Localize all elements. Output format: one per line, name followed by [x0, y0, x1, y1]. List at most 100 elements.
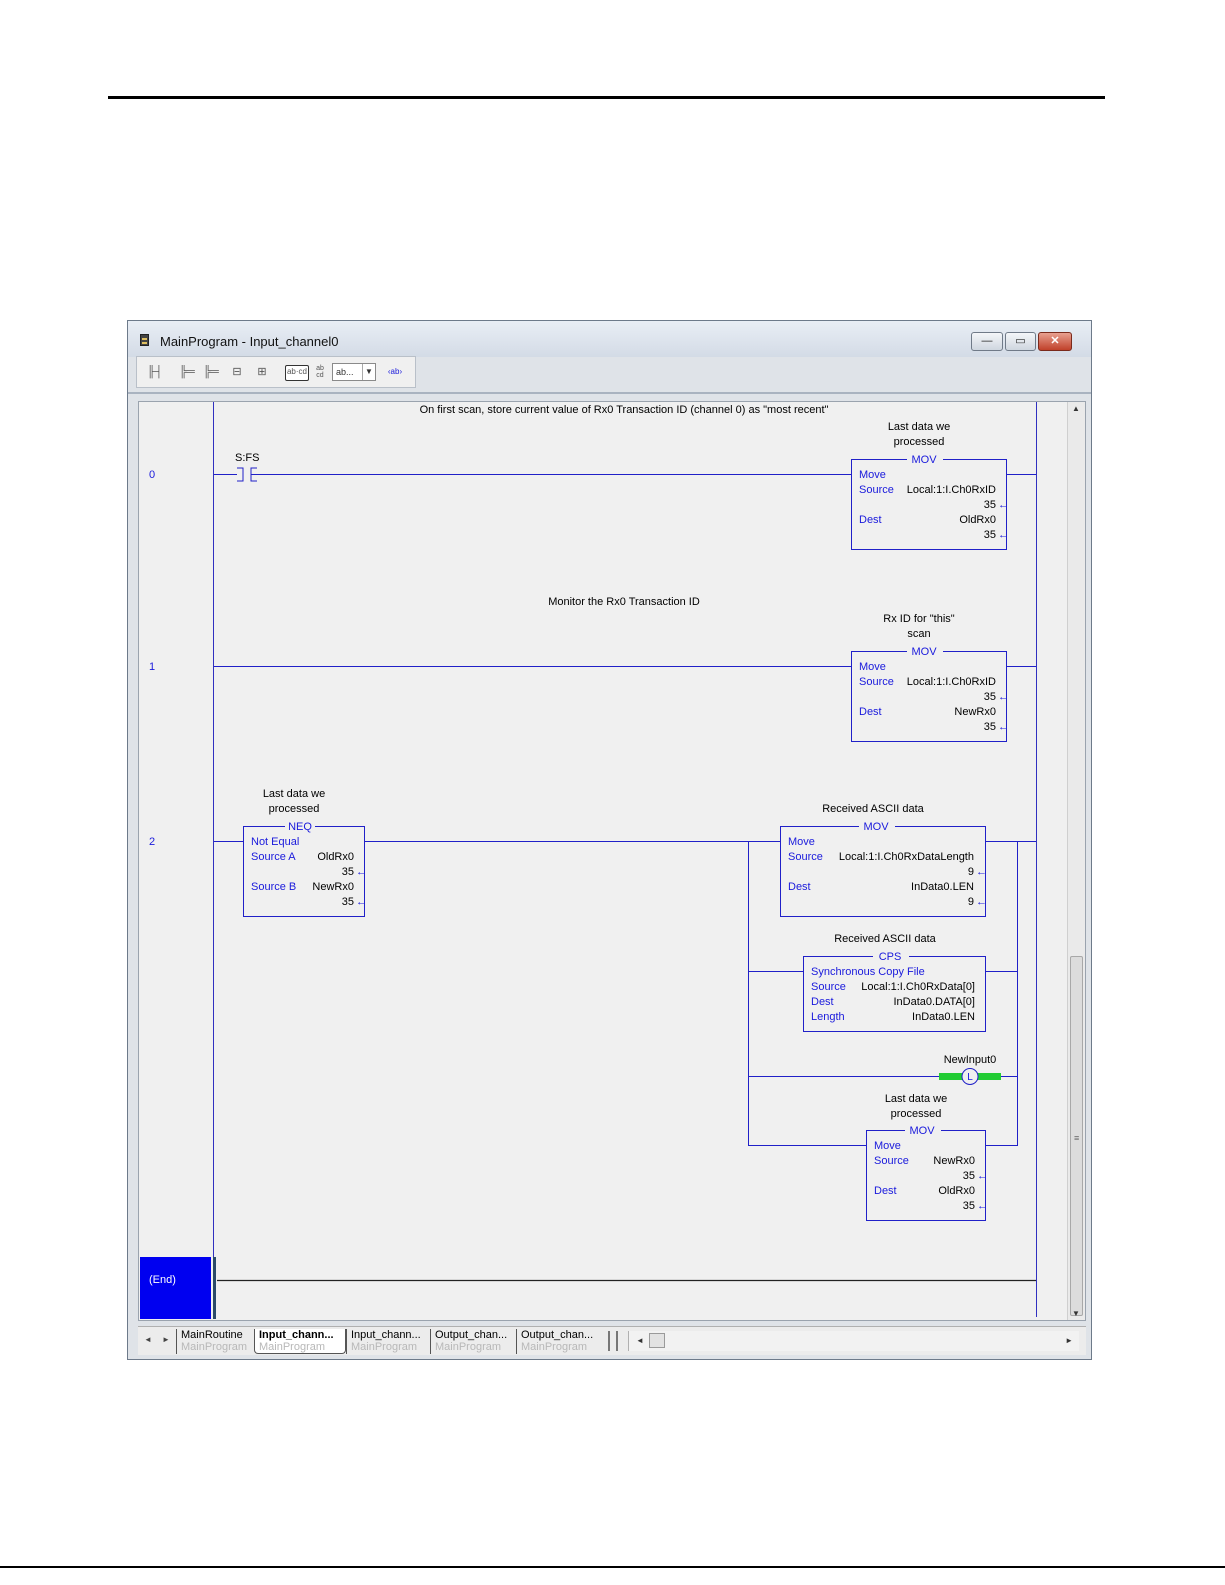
- page-bottom-rule: [0, 1566, 1225, 1568]
- rung-number-0: 0: [149, 469, 155, 481]
- tab-program-name: MainProgram: [521, 1341, 588, 1353]
- mov-instruction-rung1[interactable]: MOV Move Source Local:1:I.Ch0RxID 35 ← D…: [851, 646, 1010, 742]
- mov0-type: MOV: [911, 454, 937, 466]
- movlen-desc: Received ASCII data: [822, 803, 924, 815]
- mov0-desc-2: processed: [894, 436, 945, 448]
- horizontal-scrollbar[interactable]: ◄ ►: [628, 1331, 1079, 1351]
- vertical-scroll-thumb[interactable]: ≡: [1070, 956, 1083, 1316]
- end-rung-marker[interactable]: (End): [140, 1257, 211, 1319]
- movold-dest-tag: OldRx0: [938, 1185, 975, 1197]
- value-arrow-icon: ←: [977, 1200, 988, 1212]
- mov0-dest-label: Dest: [859, 514, 882, 526]
- cps-type: CPS: [879, 951, 902, 963]
- mov-old-rx-instruction[interactable]: MOV Move Source NewRx0 35 ← Dest OldRx0 …: [866, 1125, 989, 1221]
- tab-splitter[interactable]: [608, 1331, 618, 1351]
- movold-desc-2: processed: [891, 1108, 942, 1120]
- text-display-dropdown[interactable]: ab... ▼: [332, 363, 376, 381]
- latch-coil-icon[interactable]: L: [939, 1068, 1001, 1085]
- cps-instruction[interactable]: CPS Synchronous Copy File Source Local:1…: [803, 951, 986, 1032]
- tab-output-channel0[interactable]: Output_chan... MainProgram: [430, 1329, 516, 1354]
- comment-toggle-icon[interactable]: ab·cd: [285, 365, 309, 381]
- mov0-name: Move: [859, 469, 886, 481]
- mov-data-length-instruction[interactable]: MOV Move Source Local:1:I.Ch0RxDataLengt…: [780, 821, 988, 917]
- horizontal-scroll-thumb[interactable]: [649, 1333, 665, 1348]
- movold-desc-1: Last data we: [885, 1093, 947, 1105]
- branch-level-icon[interactable]: ╠═: [203, 366, 219, 378]
- movlen-dest-value: 9: [968, 896, 974, 908]
- neq-b-tag: NewRx0: [312, 881, 354, 893]
- neq-a-value: 35: [342, 866, 354, 878]
- tab-routine-name: Input_chann...: [351, 1329, 421, 1341]
- tab-routine-name: MainRoutine: [181, 1329, 243, 1341]
- neq-instruction[interactable]: NEQ Not Equal Source A OldRx0 35 ← Sourc…: [243, 821, 368, 917]
- mov0-source-value: 35: [984, 499, 996, 511]
- instruction-icon[interactable]: ⊟: [232, 366, 242, 378]
- tab-next-icon[interactable]: ►: [162, 1335, 170, 1344]
- neq-type: NEQ: [288, 821, 312, 833]
- movold-source-tag: NewRx0: [933, 1155, 975, 1167]
- coil-tag: NewInput0: [944, 1054, 997, 1066]
- movold-dest-value: 35: [963, 1200, 975, 1212]
- tab-input-channel0[interactable]: Input_chann... MainProgram: [254, 1329, 346, 1354]
- end-label: (End): [149, 1274, 176, 1286]
- scroll-down-icon[interactable]: ▼: [1072, 1309, 1080, 1318]
- branch-icon[interactable]: ╠═: [179, 366, 195, 378]
- maximize-button[interactable]: ▭: [1005, 332, 1036, 351]
- rung-0-comment: On first scan, store current value of Rx…: [420, 404, 829, 416]
- movold-name: Move: [874, 1140, 901, 1152]
- value-arrow-icon: ←: [356, 866, 367, 878]
- cps-length-tag: InData0.LEN: [912, 1011, 975, 1023]
- scroll-right-icon[interactable]: ►: [1065, 1336, 1073, 1345]
- value-arrow-icon: ←: [977, 1170, 988, 1182]
- tab-routine-name: Input_chann...: [259, 1329, 334, 1341]
- tab-input-channel1[interactable]: Input_chann... MainProgram: [346, 1329, 430, 1354]
- tab-mainroutine[interactable]: MainRoutine MainProgram: [176, 1329, 254, 1354]
- tag-description-icon[interactable]: ‹ab›: [387, 367, 403, 376]
- output-instruction-icon[interactable]: ⊞: [257, 366, 267, 378]
- value-arrow-icon: ←: [998, 721, 1009, 733]
- grip-icon: ≡: [1074, 1133, 1080, 1143]
- tab-routine-name: Output_chan...: [521, 1329, 594, 1341]
- tab-prev-icon[interactable]: ◄: [144, 1335, 152, 1344]
- neq-b-label: Source B: [251, 881, 296, 893]
- neq-name: Not Equal: [251, 836, 299, 848]
- mov1-dest-label: Dest: [859, 706, 882, 718]
- neq-a-label: Source A: [251, 851, 296, 863]
- value-arrow-icon: ←: [976, 866, 987, 878]
- rung-1-comment: Monitor the Rx0 Transaction ID: [548, 596, 700, 608]
- movlen-source-value: 9: [968, 866, 974, 878]
- movold-source-label: Source: [874, 1155, 909, 1167]
- vertical-scrollbar[interactable]: ▲ ≡ ▼: [1067, 402, 1085, 1320]
- value-arrow-icon: ←: [976, 896, 987, 908]
- value-arrow-icon: ←: [998, 529, 1009, 541]
- mov0-dest-value: 35: [984, 529, 996, 541]
- tab-routine-name: Output_chan...: [435, 1329, 508, 1341]
- value-arrow-icon: ←: [356, 896, 367, 908]
- ladder-editor[interactable]: On first scan, store current value of Rx…: [138, 401, 1086, 1321]
- contact-tag: S:FS: [235, 452, 259, 464]
- movlen-dest-tag: InData0.LEN: [911, 881, 974, 893]
- toolbar-separator: [128, 392, 1091, 394]
- minimize-button[interactable]: —: [971, 332, 1003, 351]
- movlen-dest-label: Dest: [788, 881, 811, 893]
- title-bar[interactable]: MainProgram - Input_channel0 — ▭ ✕: [128, 321, 1091, 357]
- tab-output-channel1[interactable]: Output_chan... MainProgram: [516, 1329, 606, 1354]
- scroll-up-icon[interactable]: ▲: [1072, 404, 1080, 413]
- cps-source-label: Source: [811, 981, 846, 993]
- rung-number-2: 2: [149, 836, 155, 848]
- cps-dest-label: Dest: [811, 996, 834, 1008]
- scroll-left-icon[interactable]: ◄: [636, 1336, 644, 1345]
- value-arrow-icon: ←: [998, 691, 1009, 703]
- movold-source-value: 35: [963, 1170, 975, 1182]
- neq-desc-1: Last data we: [263, 788, 325, 800]
- neq-desc-2: processed: [269, 803, 320, 815]
- routine-editor-window: MainProgram - Input_channel0 — ▭ ✕ ╟┤ ╠═…: [127, 320, 1092, 1360]
- ladder-diagram: On first scan, store current value of Rx…: [149, 402, 1037, 1319]
- tab-program-name: MainProgram: [351, 1341, 418, 1353]
- rung-icon[interactable]: ╟┤: [147, 366, 163, 378]
- close-button[interactable]: ✕: [1038, 332, 1072, 351]
- mov0-desc-1: Last data we: [888, 421, 950, 433]
- mov-instruction-rung0[interactable]: MOV Move Source Local:1:I.Ch0RxID 35 ← D…: [851, 454, 1010, 550]
